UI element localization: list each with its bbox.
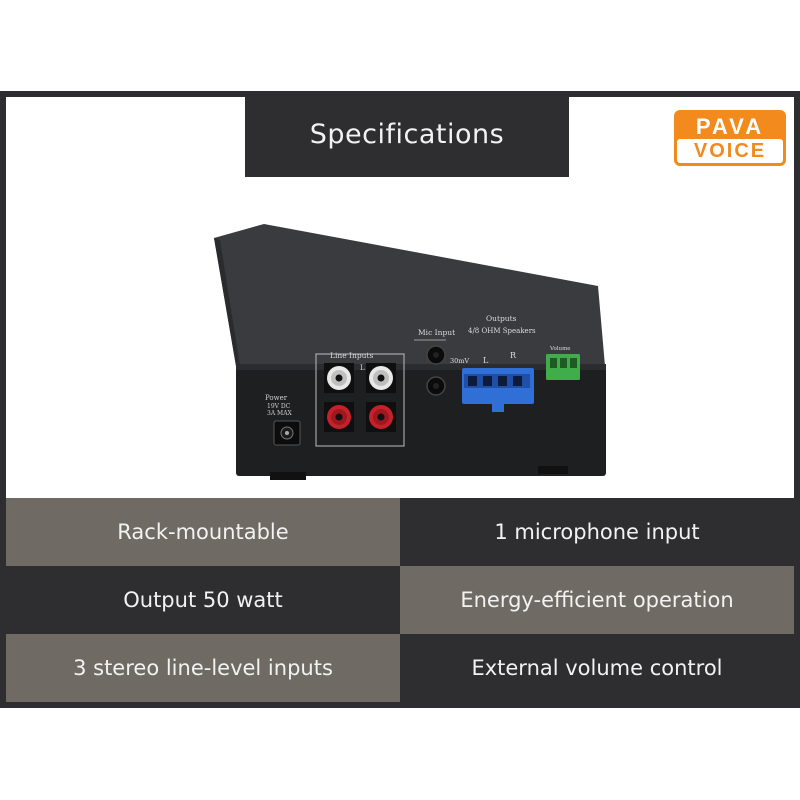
line-inputs-label: Line Inputs (330, 351, 373, 360)
spec-label: External volume control (471, 656, 723, 680)
amplifier-product-image: Power 19V DC 3A MAX Line Inputs L R Mi M… (214, 224, 606, 480)
spec-label: Output 50 watt (123, 588, 283, 612)
power-spec-1: 19V DC (267, 403, 291, 410)
spec-cell: Energy-efficient operation (400, 566, 794, 634)
spec-cell: 1 microphone input (400, 498, 794, 566)
line-input-left-label: L (360, 364, 365, 372)
spec-cell: 3 stereo line-level inputs (6, 634, 400, 702)
spec-label: Energy-efficient operation (460, 588, 734, 612)
volume-terminal (546, 354, 580, 380)
logo-line-1: PAVA (677, 113, 783, 139)
rca-jack-white-right (366, 363, 396, 393)
amplifier-top-surface (214, 224, 605, 366)
power-label: Power (265, 394, 288, 402)
power-spec-2: 3A MAX (267, 410, 293, 417)
logo-line-2: VOICE (677, 138, 783, 163)
brand-logo: PAVA VOICE (674, 110, 786, 166)
page-title: Specifications (309, 118, 505, 150)
outputs-label: Outputs (486, 314, 517, 323)
mic-input-label: Mic Input (418, 328, 455, 337)
spec-label: 3 stereo line-level inputs (73, 656, 333, 680)
spec-cell: Rack-mountable (6, 498, 400, 566)
spec-label: Rack-mountable (117, 520, 289, 544)
spec-cell: Output 50 watt (6, 566, 400, 634)
speakers-label: 4/8 OHM Speakers (468, 327, 536, 335)
mic-level-label: 30mV (450, 357, 469, 365)
rca-jack-red-left (324, 402, 354, 432)
speaker-output-terminal (462, 368, 534, 412)
specifications-grid: Rack-mountable 1 microphone input Output… (6, 498, 794, 702)
volume-label: Volume (549, 346, 571, 352)
spec-label: 1 microphone input (494, 520, 700, 544)
rca-jack-red-right (366, 402, 396, 432)
output-right-label: R (510, 351, 517, 360)
rca-jack-white-left (324, 363, 354, 393)
amplifier-front-panel (236, 364, 606, 476)
spec-cell: External volume control (400, 634, 794, 702)
output-left-label: L (483, 356, 489, 365)
title-banner: Specifications (245, 91, 569, 177)
